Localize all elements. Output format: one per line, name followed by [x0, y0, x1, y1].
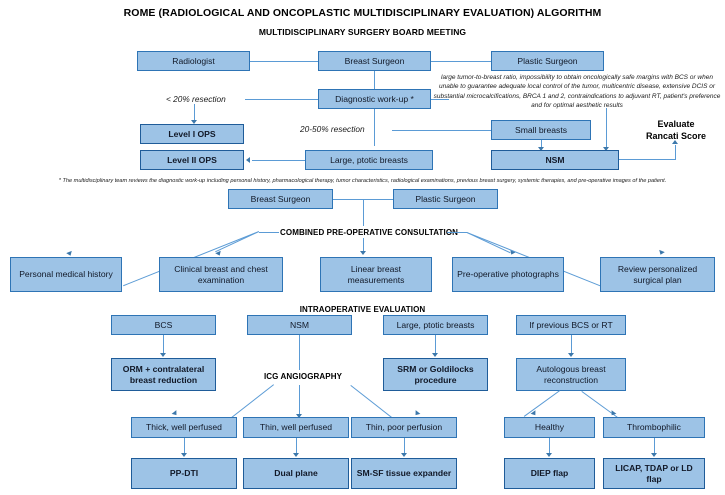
arrow-to-level1 — [191, 120, 197, 124]
node-diep-flap[interactable]: DIEP flap — [504, 458, 595, 489]
node-small-breasts[interactable]: Small breasts — [491, 120, 591, 140]
link-icg-thin-well — [299, 385, 301, 417]
arrow-to-diep-flap — [546, 453, 552, 457]
link-lt20-level1 — [194, 104, 196, 122]
node-intraop-bcs[interactable]: BCS — [111, 315, 216, 335]
node-review-surgical-plan[interactable]: Review personalized surgical plan — [600, 257, 715, 292]
node-thick-well-perfused[interactable]: Thick, well perfused — [131, 417, 237, 438]
arrow-to-orm — [160, 353, 166, 357]
arrow-to-sm-sf — [401, 453, 407, 457]
link-breastsurgeon-workup — [374, 71, 376, 89]
sidenote-rancati-line1: Evaluate — [657, 119, 695, 129]
node-preop-photographs[interactable]: Pre-operative photographs — [452, 257, 564, 292]
arrow-note-to-nsm — [603, 147, 609, 151]
link-nsm-icg — [299, 335, 301, 370]
node-radiologist[interactable]: Radiologist — [137, 51, 250, 71]
node-breast-surgeon-board[interactable]: Breast Surgeon — [318, 51, 431, 71]
arrow-to-level2 — [246, 157, 250, 163]
link-thinpoor-smsf — [404, 438, 406, 455]
link-breastsurgeon-plasticsurgeon — [431, 61, 491, 63]
node-linear-breast-measurements[interactable]: Linear breast measurements — [320, 257, 432, 292]
footnote-multidisciplinary: * The multidisciplinary team reviews the… — [58, 178, 667, 184]
node-level-i-ops[interactable]: Level I OPS — [140, 124, 244, 144]
link-preop-dash-left — [259, 232, 279, 234]
arrow-to-pp-dti — [181, 453, 187, 457]
link-largeptotic-level2 — [252, 160, 305, 162]
node-clinical-breast-exam[interactable]: Clinical breast and chest examination — [159, 257, 283, 292]
link-nsm-rancati-h — [618, 159, 676, 161]
section-label-preop-consultation: COMBINED PRE-OPERATIVE CONSULTATION — [277, 228, 458, 237]
arrow-to-dual-plane — [293, 453, 299, 457]
arrow-to-autologous — [568, 353, 574, 357]
node-srm-goldilocks[interactable]: SRM or Goldilocks procedure — [383, 358, 488, 391]
node-intraop-nsm[interactable]: NSM — [247, 315, 352, 335]
link-note-nsm — [606, 108, 608, 149]
link-workup-lt20 — [245, 99, 318, 101]
node-diagnostic-workup[interactable]: Diagnostic work-up * — [318, 89, 431, 109]
arrow-to-srm — [432, 353, 438, 357]
node-nsm-board[interactable]: NSM — [491, 150, 619, 170]
arrow-to-thick-well-perfused — [171, 410, 179, 417]
section-label-intraop-evaluation: INTRAOPERATIVE EVALUATION — [299, 305, 426, 314]
node-large-ptotic-breasts[interactable]: Large, ptotic breasts — [305, 150, 433, 170]
node-autologous-reconstruction[interactable]: Autologous breast reconstruction — [516, 358, 626, 391]
link-bcs-orm — [163, 335, 165, 355]
node-level-ii-ops[interactable]: Level II OPS — [140, 150, 244, 170]
link-thinwell-dualplane — [296, 438, 298, 455]
link-preop-dash-right — [447, 232, 467, 234]
node-plastic-surgeon-board[interactable]: Plastic Surgeon — [491, 51, 604, 71]
label-resection-20-50: 20-50% resection — [300, 124, 365, 134]
link-20-50-smallbreasts — [392, 130, 491, 132]
arrow-to-personal-medical-history — [66, 250, 74, 257]
arrow-to-rancati — [672, 140, 678, 144]
sidenote-rancati: Evaluate Rancati Score — [630, 119, 722, 142]
section-label-icg-angiography: ICG ANGIOGRAPHY — [248, 372, 358, 381]
note-mastectomy-indications: large tumor-to-breast ratio, impossibili… — [433, 74, 721, 110]
node-personal-medical-history[interactable]: Personal medical history — [10, 257, 122, 292]
node-orm-contralateral-reduction[interactable]: ORM + contralateral breast reduction — [111, 358, 216, 391]
link-previous-autologous — [571, 335, 573, 355]
link-workup-note — [431, 99, 449, 101]
link-consult-to-item2 — [215, 231, 259, 253]
link-consult-to-item3 — [363, 238, 365, 253]
node-thin-poor-perfusion[interactable]: Thin, poor perfusion — [351, 417, 457, 438]
node-thin-well-perfused[interactable]: Thin, well perfused — [243, 417, 349, 438]
node-breast-surgeon-consult[interactable]: Breast Surgeon — [228, 189, 333, 209]
link-workup-largeptotic — [374, 109, 376, 146]
link-thickwell-ppdti — [184, 438, 186, 455]
link-smallbreasts-nsm — [541, 140, 543, 149]
node-intraop-large-ptotic[interactable]: Large, ptotic breasts — [383, 315, 488, 335]
link-nsm-rancati-v — [675, 145, 677, 160]
arrow-to-thin-well-perfused — [296, 414, 302, 418]
node-dual-plane[interactable]: Dual plane — [243, 458, 349, 489]
arrow-to-clinical-breast-exam — [215, 250, 223, 257]
node-thrombophilic[interactable]: Thrombophilic — [603, 417, 705, 438]
node-plastic-surgeon-consult[interactable]: Plastic Surgeon — [393, 189, 498, 209]
node-licap-tdap-ld-flap[interactable]: LICAP, TDAP or LD flap — [603, 458, 705, 489]
label-resection-lt20: < 20% resection — [166, 94, 226, 104]
link-healthy-diep — [549, 438, 551, 455]
link-largeptotic-srm — [435, 335, 437, 355]
arrow-to-review-plan — [657, 249, 665, 256]
link-radiologist-breastsurgeon — [250, 61, 318, 63]
node-healthy[interactable]: Healthy — [504, 417, 595, 438]
link-thrombophilic-licap — [654, 438, 656, 455]
sidenote-rancati-line2: Rancati Score — [645, 130, 707, 141]
node-pp-dti[interactable]: PP-DTI — [131, 458, 237, 489]
link-autologous-healthy — [523, 390, 560, 417]
arrow-to-thin-poor-perfusion — [413, 410, 421, 417]
page-title: ROME (RADIOLOGICAL AND ONCOPLASTIC MULTI… — [123, 7, 602, 19]
arrow-to-licap-tdap — [651, 453, 657, 457]
link-surgeons-to-consultation — [363, 199, 365, 226]
node-sm-sf-tissue-expander[interactable]: SM-SF tissue expander — [351, 458, 457, 489]
node-intraop-previous-bcs-rt[interactable]: If previous BCS or RT — [516, 315, 626, 335]
subtitle-board-meeting: MULTIDISCIPLINARY SURGERY BOARD MEETING — [258, 27, 467, 37]
arrow-smallbreasts-to-nsm — [538, 147, 544, 151]
arrow-to-linear-measurements — [360, 251, 366, 255]
